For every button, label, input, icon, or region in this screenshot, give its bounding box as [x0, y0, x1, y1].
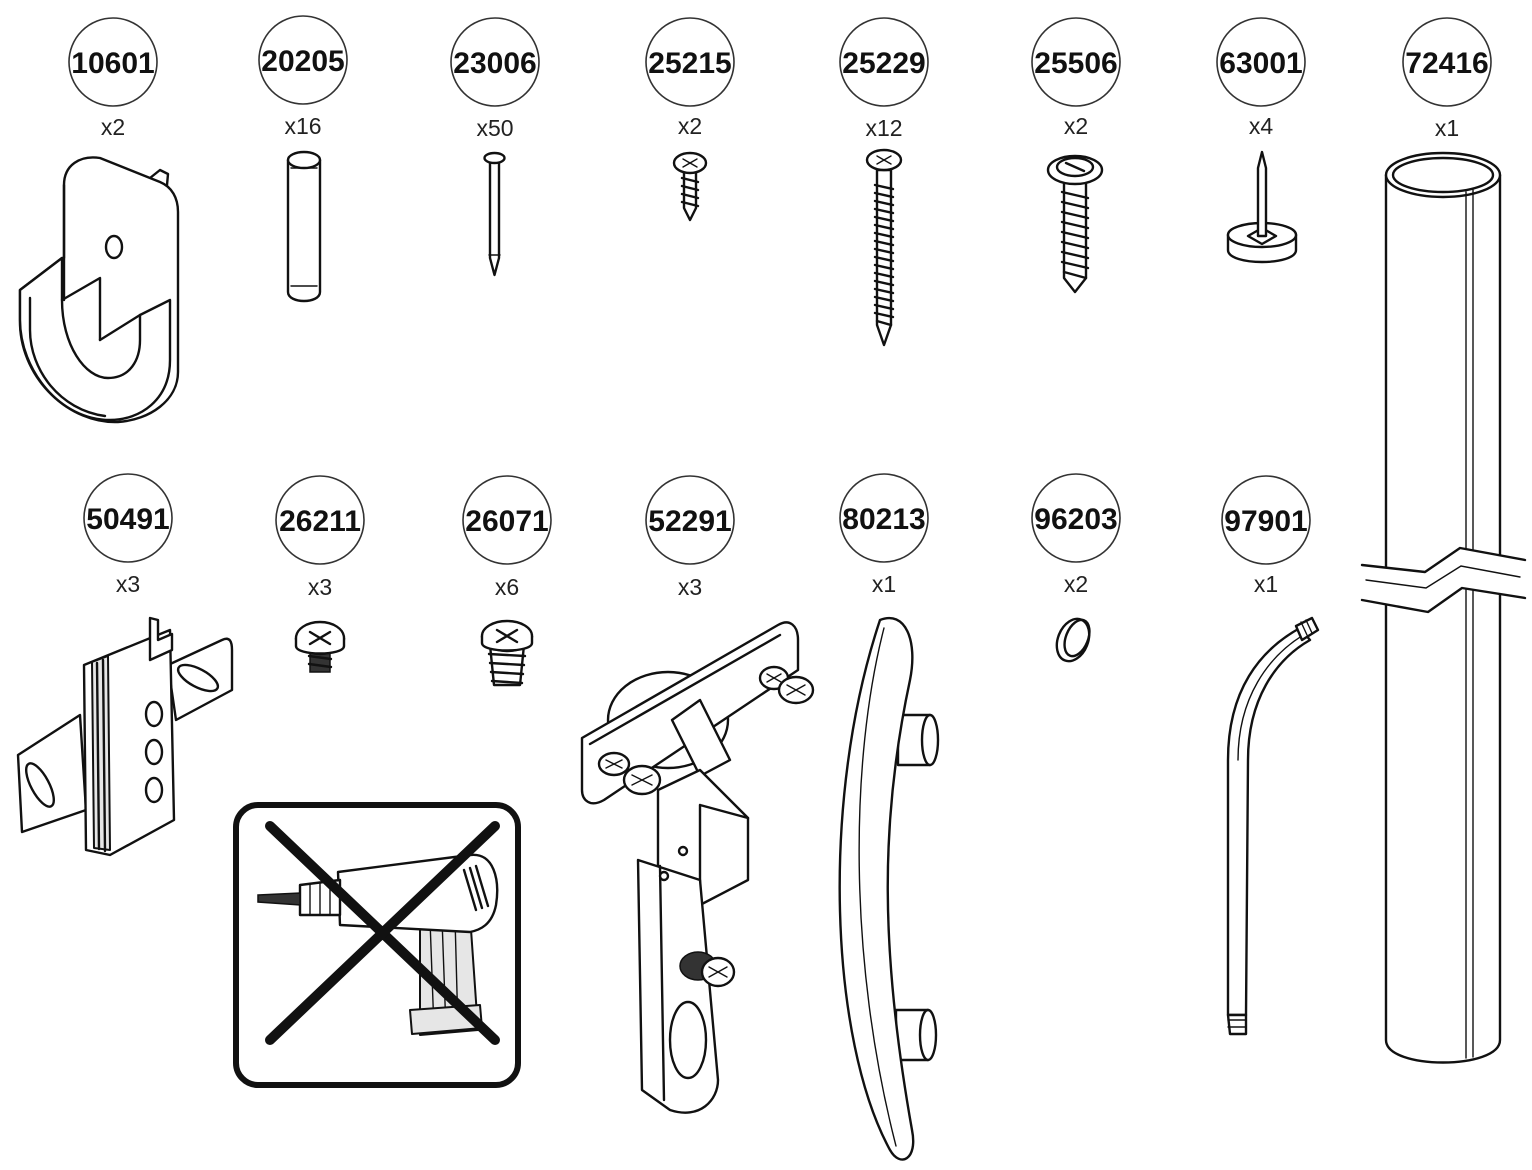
part-quantity: x1	[1435, 115, 1459, 141]
part-quantity: x3	[678, 574, 702, 600]
long-screw-icon	[865, 148, 903, 347]
part-quantity: x6	[495, 574, 519, 600]
part-label-26211: 26211 x3	[275, 475, 365, 600]
part-label-97901: 97901 x1	[1221, 475, 1311, 597]
cover-cap-icon	[1055, 617, 1091, 663]
part-quantity: x3	[308, 574, 332, 600]
no-power-drill-icon	[233, 802, 521, 1088]
part-quantity: x1	[872, 571, 896, 597]
part-label-52291: 52291 x3	[645, 475, 735, 600]
part-quantity: x2	[101, 114, 125, 140]
part-quantity: x16	[284, 113, 321, 139]
oval-rail-tube-icon	[1360, 151, 1527, 1064]
short-screw-icon	[672, 151, 708, 222]
rail-bracket-icon	[18, 156, 180, 424]
part-number: 25229	[842, 47, 925, 80]
part-label-25215: 25215 x2	[645, 17, 735, 139]
part-label-96203: 96203 x2	[1031, 473, 1121, 597]
euro-screw-icon	[294, 620, 346, 673]
part-label-23006: 23006 x50	[450, 17, 540, 141]
part-quantity: x2	[678, 113, 702, 139]
part-quantity: x4	[1249, 113, 1274, 139]
part-quantity: x1	[1254, 571, 1278, 597]
part-number: 25215	[648, 47, 731, 80]
part-quantity: x12	[865, 115, 902, 141]
part-number: 26071	[465, 505, 548, 538]
part-label-63001: 63001 x4	[1216, 17, 1306, 139]
part-number: 97901	[1224, 505, 1307, 538]
part-number: 10601	[71, 47, 154, 80]
part-label-80213: 80213 x1	[839, 473, 929, 597]
part-quantity: x2	[1064, 571, 1088, 597]
part-number: 26211	[279, 505, 361, 538]
part-label-25506: 25506 x2	[1031, 17, 1121, 139]
part-label-10601: 10601 x2	[68, 17, 158, 140]
allen-key-icon	[1226, 616, 1320, 1036]
hinge-mounting-plate-icon	[16, 616, 234, 857]
glide-tack-icon	[1226, 150, 1298, 264]
part-quantity: x2	[1064, 113, 1088, 139]
part-number: 50491	[86, 503, 169, 536]
part-label-20205: 20205 x16	[258, 15, 348, 139]
part-label-26071: 26071 x6	[462, 475, 552, 600]
part-number: 72416	[1405, 47, 1488, 80]
threaded-insert-screw-icon	[480, 619, 534, 687]
washer-screw-icon	[1046, 154, 1104, 294]
wood-dowel-icon	[286, 150, 322, 303]
part-quantity: x50	[476, 115, 513, 141]
part-label-50491: 50491 x3	[83, 473, 173, 597]
part-number: 25506	[1034, 47, 1117, 80]
part-label-25229: 25229 x12	[839, 17, 929, 141]
hinge-screw-1	[597, 751, 631, 777]
hinge-screw-5	[679, 951, 736, 988]
cabinet-hinge-icon	[580, 621, 815, 1114]
part-number: 80213	[842, 503, 925, 536]
part-number: 63001	[1219, 47, 1302, 80]
part-number: 52291	[648, 505, 731, 538]
part-number: 20205	[261, 45, 344, 78]
hinge-screw-4	[777, 675, 815, 705]
part-label-72416: 72416 x1	[1402, 17, 1492, 141]
nail-icon	[483, 151, 506, 277]
part-number: 96203	[1034, 503, 1117, 536]
part-number: 23006	[453, 47, 536, 80]
part-quantity: x3	[116, 571, 140, 597]
hinge-screw-2	[622, 764, 662, 796]
bow-handle-icon	[838, 617, 940, 1161]
